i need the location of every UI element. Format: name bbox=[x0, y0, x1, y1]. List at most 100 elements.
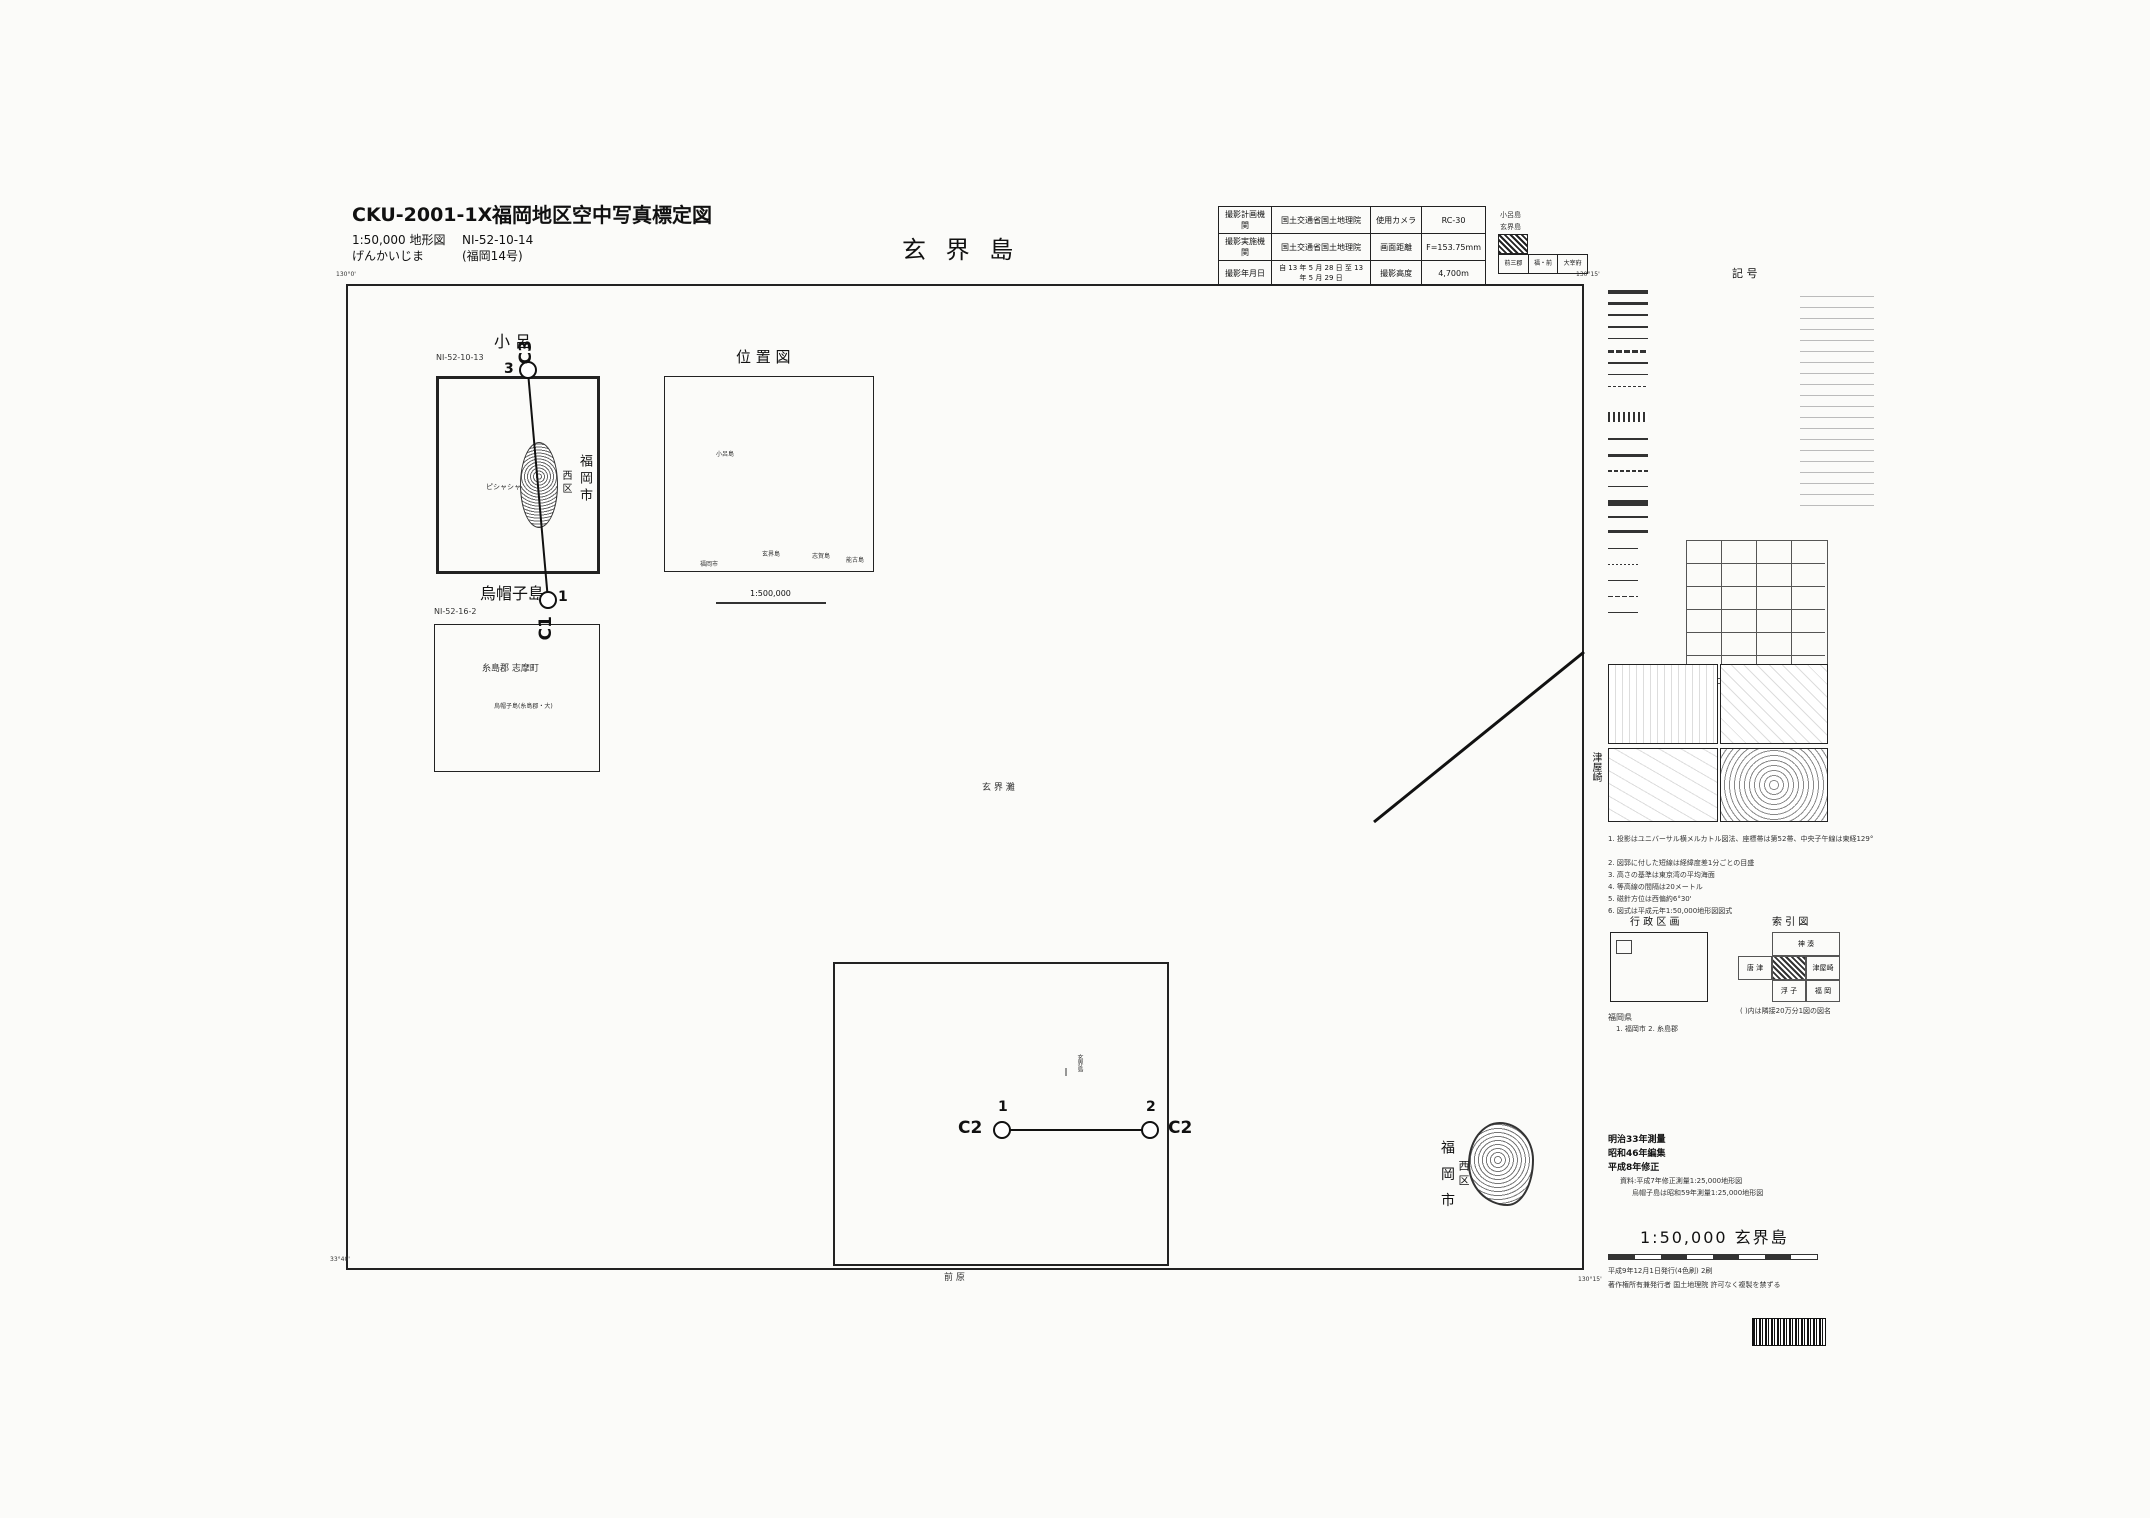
bottom-neighbor-label: 前 原 bbox=[944, 1273, 965, 1283]
note-3: 3. 高さの基準は東京湾の平均海面 bbox=[1608, 871, 1715, 879]
c2-left-label: C2 bbox=[958, 1118, 983, 1138]
admin-map bbox=[1610, 932, 1708, 1002]
legend-sample-field bbox=[1608, 748, 1718, 822]
note-5: 5. 磁針方位は西偏約6°30' bbox=[1608, 895, 1692, 903]
main-map-frame bbox=[346, 284, 1584, 1270]
legend-point-symbols bbox=[1800, 286, 1880, 516]
sheet-alias: (福岡14号) bbox=[462, 249, 523, 263]
survey-line-2: 昭和46年編集 bbox=[1608, 1149, 1666, 1159]
map-title: 福岡地区空中写真標定図 bbox=[492, 203, 712, 227]
island-point-label: 玄界島 bbox=[1076, 1054, 1083, 1072]
info-key-camera: 使用カメラ bbox=[1370, 206, 1423, 234]
adjacent-top: 小呂島 bbox=[1500, 211, 1521, 219]
survey-note-2: 烏帽子島は昭和59年測量1:25,000地形図 bbox=[1632, 1189, 1764, 1197]
c2-right-photo-center bbox=[1141, 1121, 1159, 1139]
location-label-2: 志賀島 bbox=[812, 553, 831, 560]
adjacent-b3: 大宰府 bbox=[1563, 260, 1582, 267]
legend-sample-road bbox=[1720, 664, 1828, 744]
legend-title: 記 号 bbox=[1732, 267, 1758, 280]
info-value-date: 自 13 年 5 月 28 日 至 13 年 5 月 29 日 bbox=[1270, 260, 1372, 286]
inset-top-sheet bbox=[436, 376, 600, 574]
publisher-line: 著作権所有兼発行者 国土地理院 許可なく複製を禁ずる bbox=[1608, 1281, 1781, 1289]
c2-left-photo-number: 1 bbox=[998, 1099, 1008, 1115]
photo-coverage-rect bbox=[833, 962, 1169, 1266]
location-scale-bar bbox=[716, 602, 826, 604]
location-label-3: 能古島 bbox=[846, 557, 865, 564]
admin-caption-2: 1. 福岡市 2. 糸島郡 bbox=[1616, 1025, 1679, 1033]
inset-pier-label: ピシャシャ岬 bbox=[486, 483, 528, 491]
publication-line: 平成9年12月1日発行(4色刷) 2刷 bbox=[1608, 1267, 1713, 1275]
legend-area-grid bbox=[1686, 540, 1828, 684]
inset-top-number: NI-52-10-13 bbox=[436, 353, 484, 362]
scale-title: 1:50,000 玄界島 bbox=[1640, 1228, 1789, 1247]
location-label-1: 玄界島 bbox=[762, 551, 781, 558]
inset-fukuoka-label: 福 岡 市 bbox=[577, 454, 592, 502]
c2-left-photo-center bbox=[993, 1121, 1011, 1139]
note-2: 2. 図郭に付した短線は経緯度差1分ごとの目盛 bbox=[1608, 859, 1755, 867]
index-cell-center bbox=[1772, 956, 1806, 980]
inset-bottom-number: NI-52-16-2 bbox=[434, 607, 477, 616]
corner-label-tr: 130°15' bbox=[1576, 271, 1600, 278]
scale-line: 1:50,000 地形図 bbox=[352, 233, 446, 247]
inset-nishi-label: 西 区 bbox=[560, 470, 571, 494]
c1-photo-number: 1 bbox=[558, 589, 568, 605]
index-cell-n: 神 湊 bbox=[1772, 932, 1840, 956]
sheet-reading: げんかいじま bbox=[352, 249, 425, 263]
adjacent-sheets: 小呂島 玄界島 前三郡 福・前 大宰府 bbox=[1498, 212, 1588, 278]
c3-label: C3 bbox=[516, 340, 536, 365]
scale-bar bbox=[1608, 1254, 1818, 1260]
info-value-plan: 国土交通省国土地理院 bbox=[1270, 206, 1372, 234]
c1-photo-center bbox=[539, 591, 557, 609]
legend-sample-town bbox=[1608, 664, 1718, 744]
barcode bbox=[1752, 1318, 1826, 1346]
location-map-frame bbox=[664, 376, 874, 572]
genkai-island-shape bbox=[1468, 1122, 1534, 1206]
location-label-0: 小呂島 bbox=[716, 451, 735, 458]
location-label-4: 福岡市 bbox=[700, 561, 719, 568]
photo-info-table: 撮影計画機関 国土交通省国土地理院 使用カメラ RC-30 撮影実施機関 国土交… bbox=[1218, 206, 1486, 286]
c3-photo-number: 3 bbox=[504, 361, 514, 377]
inset-island-shape bbox=[520, 442, 558, 528]
location-scale: 1:500,000 bbox=[750, 589, 791, 598]
note-6: 6. 図式は平成元年1:50,000地形図図式 bbox=[1608, 907, 1733, 915]
inset-itoshima: 糸島郡 志摩町 bbox=[482, 664, 539, 674]
c2-right-label: C2 bbox=[1168, 1118, 1193, 1138]
survey-line-1: 明治33年測量 bbox=[1608, 1135, 1666, 1145]
index-cell-w: 唐 津 bbox=[1738, 956, 1772, 980]
index-caption: ( )内は隣接20万分1図の図名 bbox=[1740, 1007, 1832, 1015]
legend-cape-label: 津屋崎 bbox=[1590, 752, 1601, 782]
survey-note-1: 資料:平成7年修正測量1:25,000地形図 bbox=[1620, 1177, 1743, 1185]
index-cell-e: 津屋崎 bbox=[1806, 956, 1840, 980]
corner-label-br: 130°15' bbox=[1578, 1276, 1602, 1283]
legend-line-symbols bbox=[1608, 286, 1788, 546]
map-code: CKU-2001-1X bbox=[352, 204, 493, 226]
info-value-camera: RC-30 bbox=[1421, 206, 1486, 234]
info-key-altitude: 撮影高度 bbox=[1370, 260, 1423, 286]
adjacent-b2: 福・前 bbox=[1529, 255, 1559, 273]
survey-line-3: 平成8年修正 bbox=[1608, 1163, 1660, 1173]
info-key-focal: 画面距離 bbox=[1370, 233, 1423, 261]
admin-caption: 福岡県 bbox=[1608, 1013, 1632, 1022]
note-1: 1. 投影はユニバーサル横メルカトル図法、座標帯は第52帯、中央子午線は東経12… bbox=[1608, 835, 1874, 843]
inset-bottom-title: 烏帽子島 bbox=[480, 584, 545, 603]
location-map-title: 位 置 図 bbox=[736, 348, 791, 366]
info-label-exec: 撮影実施機関 bbox=[1218, 233, 1272, 261]
note-4: 4. 等高線の間隔は20メートル bbox=[1608, 883, 1703, 891]
adjacent-b1: 前三郡 bbox=[1499, 255, 1529, 273]
inset-eboshi-small: 烏帽子島(糸島郡・大) bbox=[494, 703, 553, 710]
main-nishi-label: 西 区 bbox=[1457, 1160, 1470, 1186]
sea-label: 玄 界 灘 bbox=[982, 783, 1015, 793]
info-value-focal: F=153.75mm bbox=[1421, 233, 1486, 261]
main-fukuoka-label: 福 岡 市 bbox=[1439, 1140, 1455, 1211]
sheet-number: NI-52-10-14 bbox=[462, 233, 534, 247]
corner-label-tl: 130°0' bbox=[336, 271, 356, 278]
inset-bottom-sheet bbox=[434, 624, 600, 772]
c2-right-photo-number: 2 bbox=[1146, 1099, 1156, 1115]
c1-label: C1 bbox=[536, 616, 556, 641]
info-label-date: 撮影年月日 bbox=[1218, 260, 1272, 286]
legend-sample-contour bbox=[1720, 748, 1828, 822]
index-title: 索 引 図 bbox=[1772, 917, 1809, 928]
admin-title: 行 政 区 画 bbox=[1630, 917, 1680, 928]
legend-line-symbols-2 bbox=[1608, 544, 1678, 644]
